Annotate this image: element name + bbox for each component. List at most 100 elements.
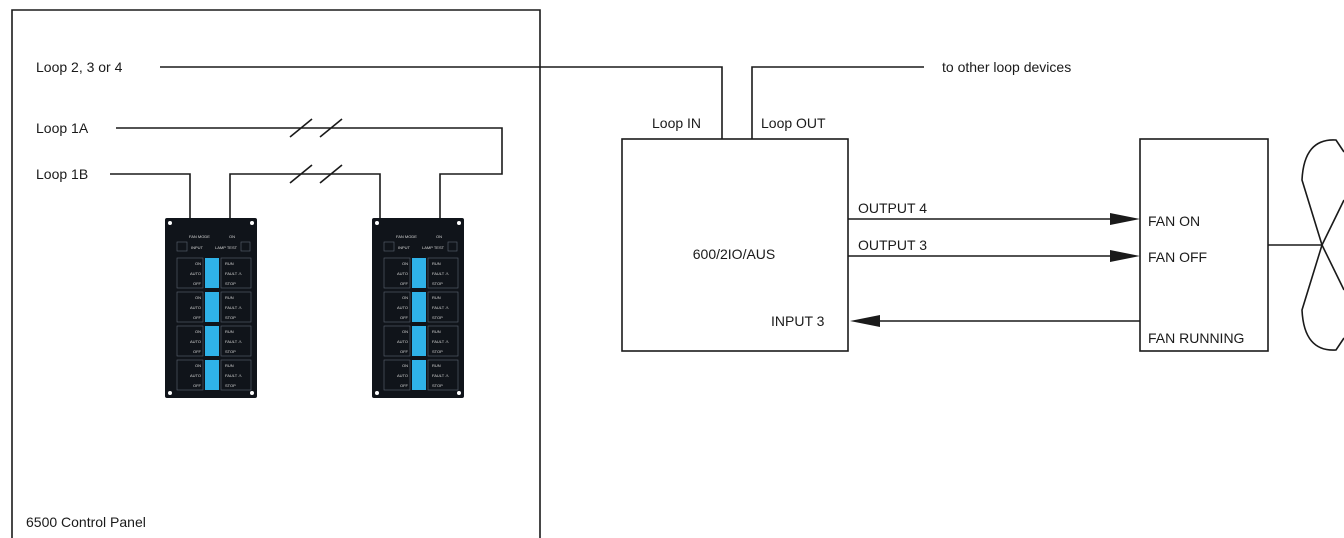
module-row-left: OFF: [193, 315, 202, 320]
module-lamp-test-button: [447, 241, 458, 252]
module-row-left: ON: [195, 363, 201, 368]
module-indicator-cell: [427, 257, 459, 289]
module-switch-cell: [383, 257, 411, 289]
module-row-right: FAULT ⚠: [432, 373, 449, 378]
screw-icon: [375, 391, 379, 395]
output-4-arrowhead: [1110, 213, 1140, 225]
module-status-bar: [205, 326, 219, 356]
module-row-left: AUTO: [397, 271, 408, 276]
input-3-label: INPUT 3: [771, 313, 825, 329]
loop-1b-label: Loop 1B: [36, 166, 88, 182]
module-row-left: ON: [402, 329, 408, 334]
loop-234-wire: [160, 66, 723, 139]
screw-icon: [457, 391, 461, 395]
module-row-right: STOP: [225, 383, 236, 388]
module-row-right: STOP: [225, 281, 236, 286]
module-button-right: LAMP TEST: [422, 245, 445, 250]
module-row-left: ON: [402, 363, 408, 368]
module-row-right: FAULT ⚠: [225, 373, 242, 378]
module-row-right: RUN: [225, 295, 234, 300]
module-switch-cell: [383, 325, 411, 357]
module-input-button: [176, 241, 188, 252]
module-row-right: STOP: [225, 315, 236, 320]
fan-controller-box: [1139, 138, 1269, 352]
module-row-left: OFF: [193, 383, 202, 388]
module-header-right: ON: [229, 234, 235, 239]
module-input-button: [383, 241, 395, 252]
module-row-right: RUN: [432, 329, 441, 334]
module-row-left: ON: [402, 295, 408, 300]
loop-1a-wire: [116, 127, 503, 218]
screw-icon: [457, 221, 461, 225]
module-row-left: AUTO: [397, 373, 408, 378]
module-row-left: OFF: [400, 383, 409, 388]
module-header-left: FAN MODE: [396, 234, 417, 239]
screw-icon: [250, 221, 254, 225]
screw-icon: [168, 221, 172, 225]
output-3-arrowhead: [1110, 250, 1140, 262]
module-button-right: LAMP TEST: [215, 245, 238, 250]
control-panel-label: 6500 Control Panel: [26, 514, 146, 530]
screw-icon: [375, 221, 379, 225]
io-module-box: [621, 138, 849, 352]
fan-off-label: FAN OFF: [1148, 249, 1207, 265]
module-row-left: AUTO: [190, 373, 201, 378]
module-row-left: ON: [402, 261, 408, 266]
module-row-left: AUTO: [397, 339, 408, 344]
output-3-label: OUTPUT 3: [858, 237, 927, 253]
loop-out-note: to other loop devices: [942, 59, 1071, 75]
loop-1b-wire: [110, 173, 191, 218]
module-status-bar: [205, 292, 219, 322]
io-module-name: 600/2IO/AUS: [693, 246, 776, 262]
module-row-left: OFF: [193, 349, 202, 354]
screw-icon: [250, 391, 254, 395]
loop-1b-break-mark: [289, 164, 313, 184]
module-switch-cell: [176, 291, 204, 323]
loop-234-label: Loop 2, 3 or 4: [36, 59, 123, 75]
module-row-left: AUTO: [190, 271, 201, 276]
module-row-right: FAULT ⚠: [432, 305, 449, 310]
loop-1b-return-wire: [229, 173, 381, 218]
module-switch-cell: [176, 257, 204, 289]
module-status-bar: [205, 258, 219, 288]
module-switch-cell: [176, 325, 204, 357]
module-button-left: INPUT: [191, 245, 204, 250]
module-switch-cell: [176, 359, 204, 391]
module-status-bar: [412, 360, 426, 390]
module-switch-cell: [383, 359, 411, 391]
fan-running-label: FAN RUNNING: [1148, 330, 1244, 346]
module-header-left: FAN MODE: [189, 234, 210, 239]
module-row-left: OFF: [400, 281, 409, 286]
fan-on-label: FAN ON: [1148, 213, 1200, 229]
module-status-bar: [412, 258, 426, 288]
output-4-label: OUTPUT 4: [858, 200, 927, 216]
module-row-right: STOP: [432, 349, 443, 354]
module-indicator-cell: [427, 359, 459, 391]
module-row-left: AUTO: [190, 339, 201, 344]
module-row-right: RUN: [225, 329, 234, 334]
module-row-left: OFF: [400, 315, 409, 320]
module-row-right: STOP: [432, 281, 443, 286]
loop-1a-break-mark: [289, 118, 313, 138]
module-row-right: FAULT ⚠: [432, 339, 449, 344]
module-row-left: ON: [195, 329, 201, 334]
loop-1a-label: Loop 1A: [36, 120, 89, 136]
module-status-bar: [412, 326, 426, 356]
loop-in-label: Loop IN: [652, 115, 701, 131]
module-row-left: ON: [195, 295, 201, 300]
module-row-right: STOP: [432, 315, 443, 320]
module-indicator-cell: [427, 291, 459, 323]
fan-icon: [1301, 139, 1344, 351]
module-row-right: FAULT ⚠: [225, 305, 242, 310]
module-lamp-test-button: [240, 241, 251, 252]
module-row-left: OFF: [400, 349, 409, 354]
module-header-right: ON: [436, 234, 442, 239]
module-indicator-cell: [220, 291, 252, 323]
module-row-left: AUTO: [190, 305, 201, 310]
module-switch-cell: [383, 291, 411, 323]
module-row-right: FAULT ⚠: [432, 271, 449, 276]
module-row-left: OFF: [193, 281, 202, 286]
loop-1b-break-mark: [319, 164, 343, 184]
module-status-bar: [205, 360, 219, 390]
